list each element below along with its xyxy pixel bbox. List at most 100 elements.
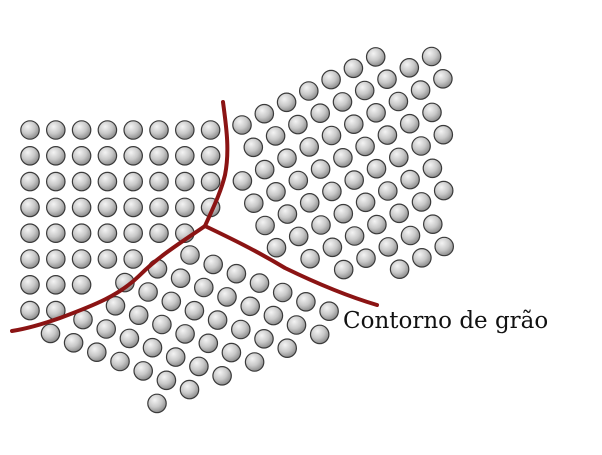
atom	[97, 146, 118, 166]
atom	[310, 159, 331, 179]
atom	[20, 146, 40, 166]
atom	[123, 223, 143, 243]
atom	[412, 247, 432, 268]
atom	[400, 169, 420, 190]
atom	[388, 147, 409, 168]
atom	[200, 171, 221, 192]
atom	[45, 171, 66, 192]
atom	[198, 333, 219, 354]
atom	[433, 124, 454, 145]
atom	[377, 125, 398, 145]
atom	[142, 337, 163, 358]
atom	[97, 120, 118, 140]
atom	[123, 120, 143, 140]
atom	[254, 103, 275, 124]
atom	[277, 338, 297, 358]
atom	[175, 120, 195, 140]
atom	[254, 159, 275, 180]
atom	[149, 171, 169, 192]
atom	[377, 69, 397, 89]
atom	[399, 113, 420, 134]
atom	[266, 237, 287, 258]
atom	[119, 328, 140, 349]
atom	[399, 58, 420, 78]
atom	[45, 274, 66, 295]
atom	[97, 223, 118, 243]
atom	[156, 370, 177, 391]
boundary-line-left	[10, 224, 207, 333]
atom	[254, 328, 274, 349]
atom	[422, 158, 443, 179]
atom	[422, 214, 443, 234]
atom	[366, 158, 387, 179]
boundary-line-right	[203, 224, 379, 307]
atom	[321, 125, 342, 146]
atom	[389, 203, 409, 224]
atom	[180, 245, 200, 265]
atom	[203, 254, 223, 275]
atom	[138, 282, 158, 302]
atom	[147, 258, 168, 279]
atom	[207, 310, 228, 330]
atom	[161, 291, 182, 312]
atom	[277, 148, 297, 168]
atom	[321, 69, 341, 90]
atom	[343, 114, 364, 134]
atom	[71, 197, 92, 218]
atom	[45, 120, 66, 140]
atom	[71, 274, 92, 295]
atom	[175, 197, 195, 218]
grain-boundaries	[10, 100, 379, 333]
atom	[411, 136, 431, 156]
atom	[344, 226, 365, 246]
atom	[310, 103, 330, 123]
atom	[97, 249, 118, 269]
atom	[40, 323, 61, 344]
atom	[255, 215, 275, 236]
atom	[377, 181, 398, 201]
atom	[179, 379, 200, 400]
atom	[149, 197, 169, 218]
atom	[367, 214, 387, 235]
atom	[212, 365, 232, 386]
atom	[71, 223, 92, 243]
atom	[433, 69, 453, 89]
atom	[71, 249, 92, 269]
atom	[433, 180, 454, 201]
atom	[300, 248, 320, 269]
atom	[226, 263, 247, 284]
atom	[71, 171, 92, 192]
atom	[298, 81, 319, 101]
atom	[365, 47, 386, 67]
atom	[344, 170, 364, 190]
atom	[110, 351, 130, 372]
atom	[333, 259, 354, 280]
atom	[165, 347, 186, 367]
atom	[45, 146, 66, 166]
atom	[194, 277, 214, 298]
atom	[243, 137, 264, 158]
atom	[20, 249, 40, 269]
atom	[45, 223, 66, 243]
atom	[123, 171, 143, 192]
atom	[333, 148, 353, 168]
atom	[133, 361, 153, 381]
atom	[249, 273, 270, 293]
atom	[149, 120, 169, 140]
atom	[221, 342, 242, 363]
atom	[286, 315, 307, 335]
atom	[123, 146, 143, 166]
atom	[288, 170, 309, 191]
atom	[354, 80, 375, 101]
atom	[105, 295, 126, 316]
atom	[217, 287, 237, 307]
atom	[45, 249, 66, 269]
left-grain	[20, 120, 221, 321]
atom	[232, 171, 253, 191]
atom	[45, 197, 66, 218]
atom	[184, 300, 205, 321]
atom	[311, 215, 331, 235]
atom	[97, 171, 118, 192]
atom	[263, 305, 284, 326]
